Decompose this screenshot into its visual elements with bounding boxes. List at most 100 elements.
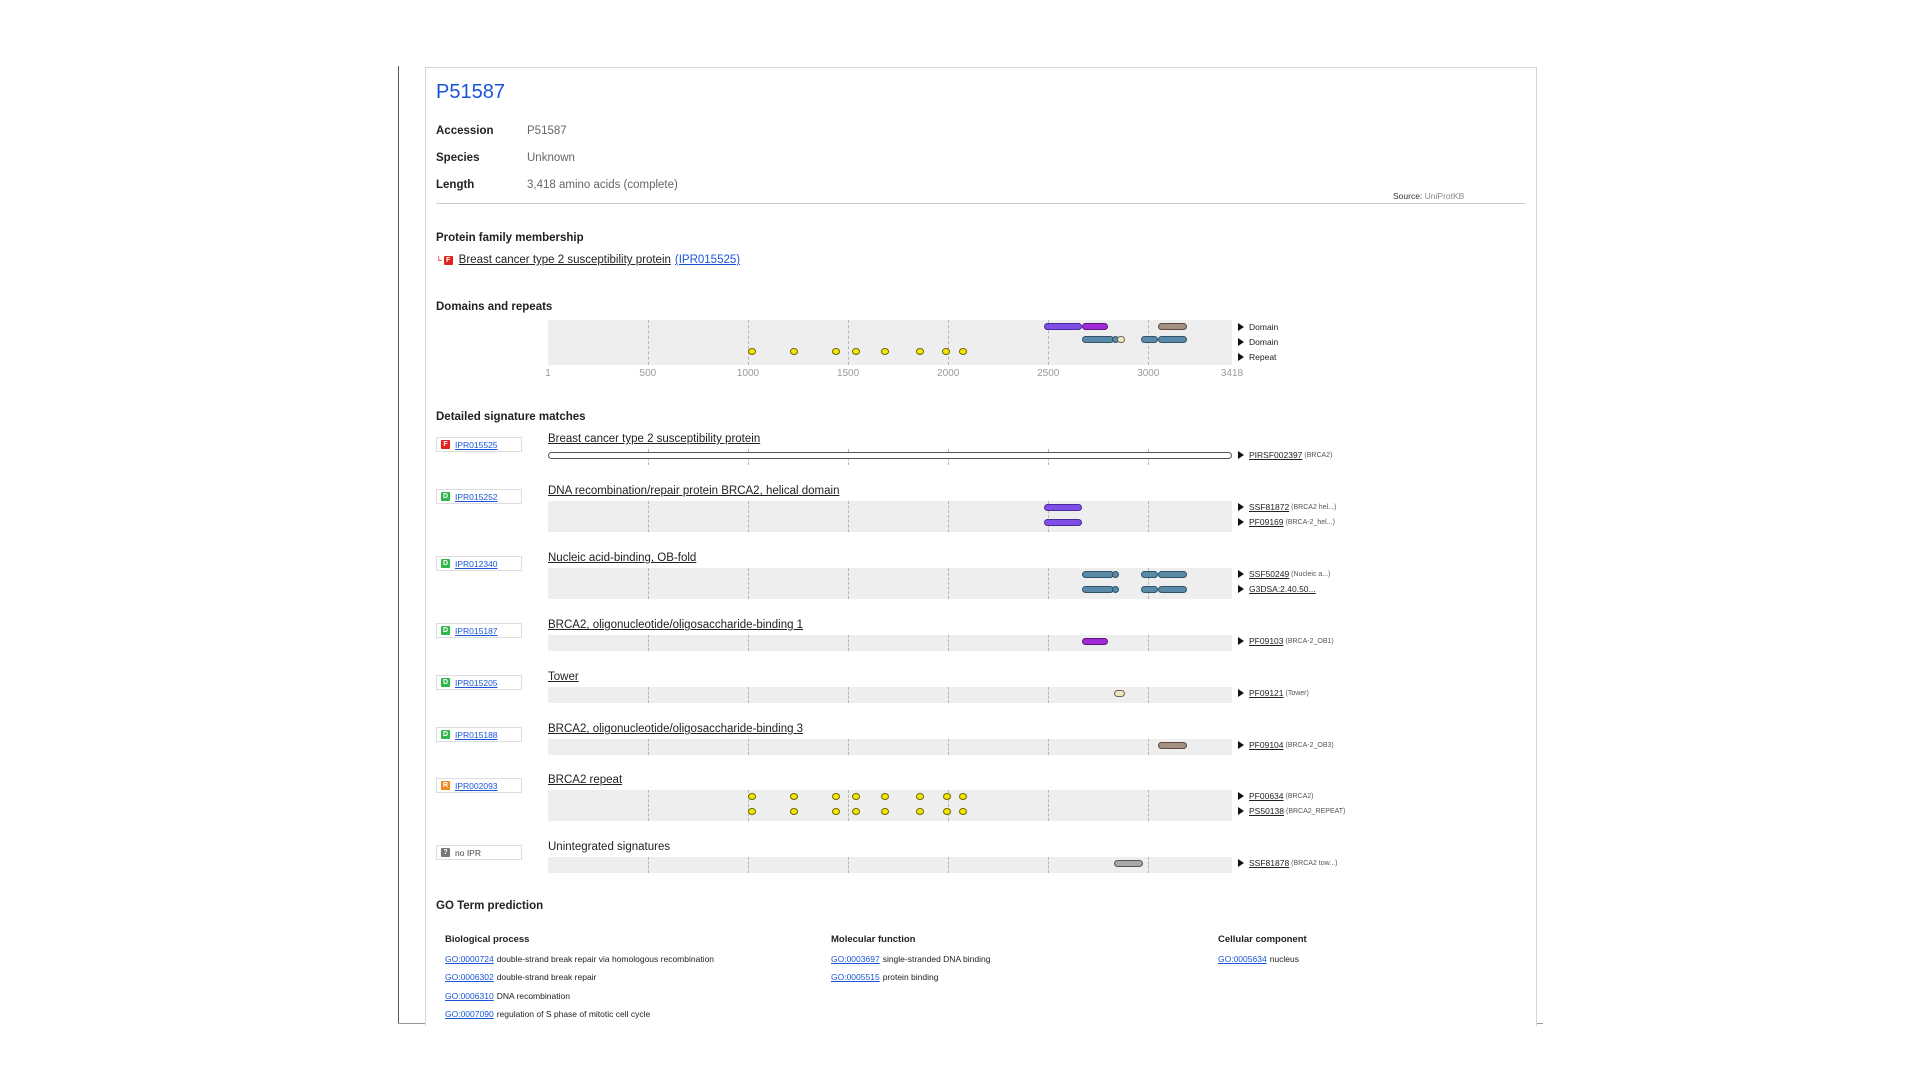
- family-link[interactable]: Breast cancer type 2 susceptibility prot…: [458, 254, 671, 266]
- repeat-marker[interactable]: [916, 348, 925, 355]
- repeat-marker[interactable]: [832, 348, 841, 355]
- repeat-marker[interactable]: [881, 793, 890, 800]
- ipr-link[interactable]: IPR002093: [455, 780, 498, 791]
- match-segment[interactable]: [1082, 586, 1115, 593]
- repeat-marker[interactable]: [881, 808, 890, 815]
- signature-title[interactable]: Tower: [548, 671, 579, 683]
- signature-id[interactable]: PF09104: [1249, 740, 1284, 750]
- signature-title[interactable]: DNA recombination/repair protein BRCA2, …: [548, 485, 840, 497]
- go-term-link[interactable]: GO:0005634: [1218, 954, 1267, 964]
- signature-title[interactable]: Nucleic acid-binding, OB-fold: [548, 552, 697, 564]
- match-segment[interactable]: [1112, 586, 1120, 593]
- ipr-link[interactable]: IPR015252: [455, 491, 498, 502]
- ipr-link[interactable]: IPR012340: [455, 558, 498, 569]
- signature-id[interactable]: PF09121: [1249, 688, 1284, 698]
- overview-label-domain-2[interactable]: Domain: [1238, 337, 1278, 347]
- signature-match-label[interactable]: PF09104(BRCA-2_OB3): [1238, 740, 1334, 750]
- match-segment[interactable]: [1044, 323, 1083, 330]
- match-segment[interactable]: [548, 452, 1232, 459]
- repeat-marker[interactable]: [747, 808, 756, 815]
- match-segment[interactable]: [1141, 571, 1159, 578]
- repeat-marker[interactable]: [790, 348, 799, 355]
- repeat-marker[interactable]: [959, 348, 968, 355]
- match-segment[interactable]: [1158, 586, 1188, 593]
- match-segment[interactable]: [1158, 336, 1188, 343]
- overview-label-repeat[interactable]: Repeat: [1238, 352, 1276, 362]
- signature-id[interactable]: SSF50249: [1249, 569, 1290, 579]
- repeat-marker[interactable]: [943, 793, 952, 800]
- signature-id[interactable]: G3DSA:2.40.50...: [1249, 584, 1316, 594]
- repeat-marker[interactable]: [790, 808, 799, 815]
- go-term-link[interactable]: GO:0003697: [831, 954, 880, 964]
- match-segment[interactable]: [1158, 742, 1188, 749]
- repeat-marker[interactable]: [959, 808, 968, 815]
- match-segment[interactable]: [1112, 571, 1120, 578]
- match-segment[interactable]: [1114, 860, 1144, 867]
- repeat-marker[interactable]: [852, 348, 861, 355]
- repeat-marker[interactable]: [959, 793, 968, 800]
- signature-match-label[interactable]: G3DSA:2.40.50...: [1238, 584, 1316, 594]
- repeat-marker[interactable]: [916, 793, 925, 800]
- signature-id[interactable]: SSF81872: [1249, 502, 1290, 512]
- repeat-marker[interactable]: [832, 793, 841, 800]
- signature-match-label[interactable]: SSF81878(BRCA2 tow...): [1238, 858, 1337, 868]
- signature-ipr-box[interactable]: ?no IPR: [436, 845, 522, 860]
- signature-match-label[interactable]: PF09121(Tower): [1238, 688, 1309, 698]
- go-term-link[interactable]: GO:0006302: [445, 972, 494, 983]
- signature-id[interactable]: PF09169: [1249, 517, 1284, 527]
- signature-match-label[interactable]: PS50138(BRCA2_REPEAT): [1238, 806, 1345, 816]
- match-segment[interactable]: [1158, 323, 1188, 330]
- repeat-marker[interactable]: [790, 793, 799, 800]
- match-segment[interactable]: [1158, 571, 1188, 578]
- repeat-marker[interactable]: [747, 793, 756, 800]
- ipr-link[interactable]: IPR015187: [455, 625, 498, 636]
- ipr-link[interactable]: IPR015525: [455, 439, 498, 450]
- repeat-marker[interactable]: [747, 348, 756, 355]
- match-segment[interactable]: [1114, 690, 1126, 697]
- signature-id[interactable]: SSF81878: [1249, 858, 1290, 868]
- ipr-link[interactable]: IPR015188: [455, 729, 498, 740]
- ipr-link[interactable]: IPR015205: [455, 677, 498, 688]
- signature-title[interactable]: Breast cancer type 2 susceptibility prot…: [548, 433, 761, 445]
- signature-match-label[interactable]: PIRSF002397(BRCA2): [1238, 450, 1332, 460]
- repeat-marker[interactable]: [852, 808, 861, 815]
- match-segment[interactable]: [1082, 336, 1115, 343]
- match-segment[interactable]: [1141, 336, 1159, 343]
- match-segment[interactable]: [1044, 504, 1083, 511]
- signature-match-label[interactable]: PF09169(BRCA-2_hel...): [1238, 517, 1335, 527]
- go-term-link[interactable]: GO:0007090: [445, 1008, 494, 1019]
- repeat-marker[interactable]: [943, 808, 952, 815]
- match-segment[interactable]: [1141, 586, 1159, 593]
- go-term-link[interactable]: GO:0006310: [445, 990, 494, 1001]
- signature-match-label[interactable]: SSF50249(Nucleic a...): [1238, 569, 1330, 579]
- signature-title[interactable]: BRCA2 repeat: [548, 774, 623, 786]
- repeat-marker[interactable]: [881, 348, 890, 355]
- match-segment[interactable]: [1082, 638, 1109, 645]
- match-segment[interactable]: [1044, 519, 1083, 526]
- repeat-marker[interactable]: [916, 808, 925, 815]
- repeat-marker[interactable]: [852, 793, 861, 800]
- signature-id[interactable]: PIRSF002397: [1249, 450, 1303, 460]
- match-segment[interactable]: [1117, 336, 1126, 343]
- match-segment[interactable]: [1082, 323, 1109, 330]
- signature-id[interactable]: PF00634: [1249, 791, 1284, 801]
- go-term-link[interactable]: GO:0000724: [445, 954, 494, 964]
- repeat-marker[interactable]: [832, 808, 841, 815]
- overview-label-domain-1[interactable]: Domain: [1238, 322, 1278, 332]
- signature-match-label[interactable]: SSF81872(BRCA2 hel...): [1238, 502, 1336, 512]
- match-segment[interactable]: [1082, 571, 1115, 578]
- signature-id[interactable]: PS50138: [1249, 806, 1284, 816]
- family-ipr-link[interactable]: (IPR015525): [674, 254, 741, 266]
- repeat-marker[interactable]: [942, 348, 951, 355]
- signature-title[interactable]: BRCA2, oligonucleotide/oligosaccharide-b…: [548, 619, 804, 631]
- signature-match-label[interactable]: PF00634(BRCA2): [1238, 791, 1314, 801]
- signature-match-label[interactable]: PF09103(BRCA-2_OB1): [1238, 636, 1334, 646]
- go-term-link[interactable]: GO:0005515: [831, 972, 880, 983]
